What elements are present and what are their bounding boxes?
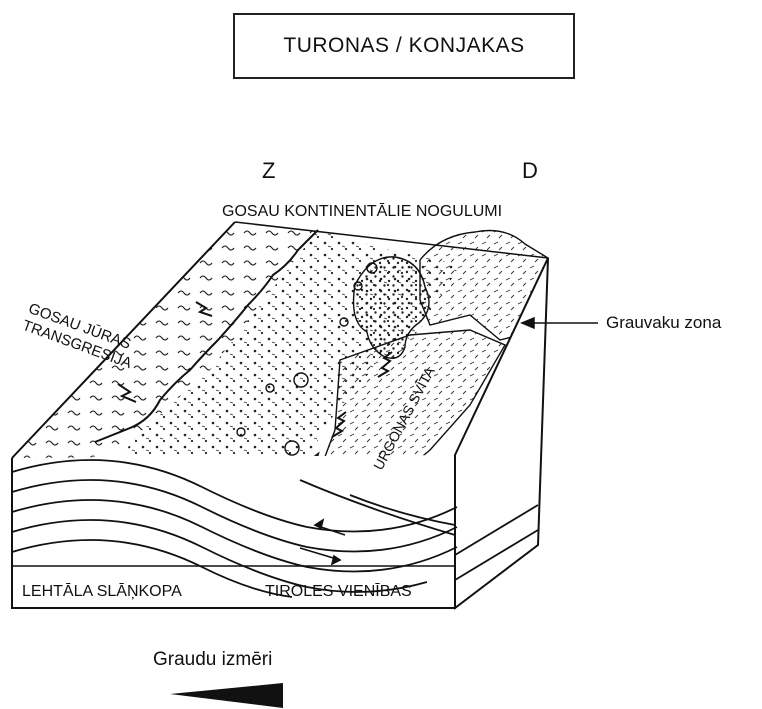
title-box: TURONAS / KONJAKAS — [233, 13, 575, 79]
alluvial-fan-lobe — [352, 256, 430, 359]
graywacke-pointer — [520, 316, 598, 330]
grain-size-wedge — [170, 683, 283, 708]
marine-boundary-line — [94, 229, 319, 443]
graywacke-zone-label: Grauvaku zona — [606, 313, 722, 332]
thrust-arrows — [299, 518, 346, 566]
grain-size-label: Graudu izmēri — [153, 649, 273, 670]
tyrolean-units-label: TIROLES VIENĪBAS — [265, 583, 412, 600]
continental-deposits-label: GOSAU KONTINENTĀLIE NOGULUMI — [222, 203, 503, 220]
lechtal-nappe-label: LEHTĀLA SLĀŅKOPA — [22, 583, 182, 600]
direction-east-label: D — [522, 158, 538, 183]
direction-west-label: Z — [262, 158, 276, 183]
marine-zone — [12, 222, 318, 470]
diagram-title: TURONAS / KONJAKAS — [283, 34, 525, 57]
block-right-face — [454, 257, 549, 611]
